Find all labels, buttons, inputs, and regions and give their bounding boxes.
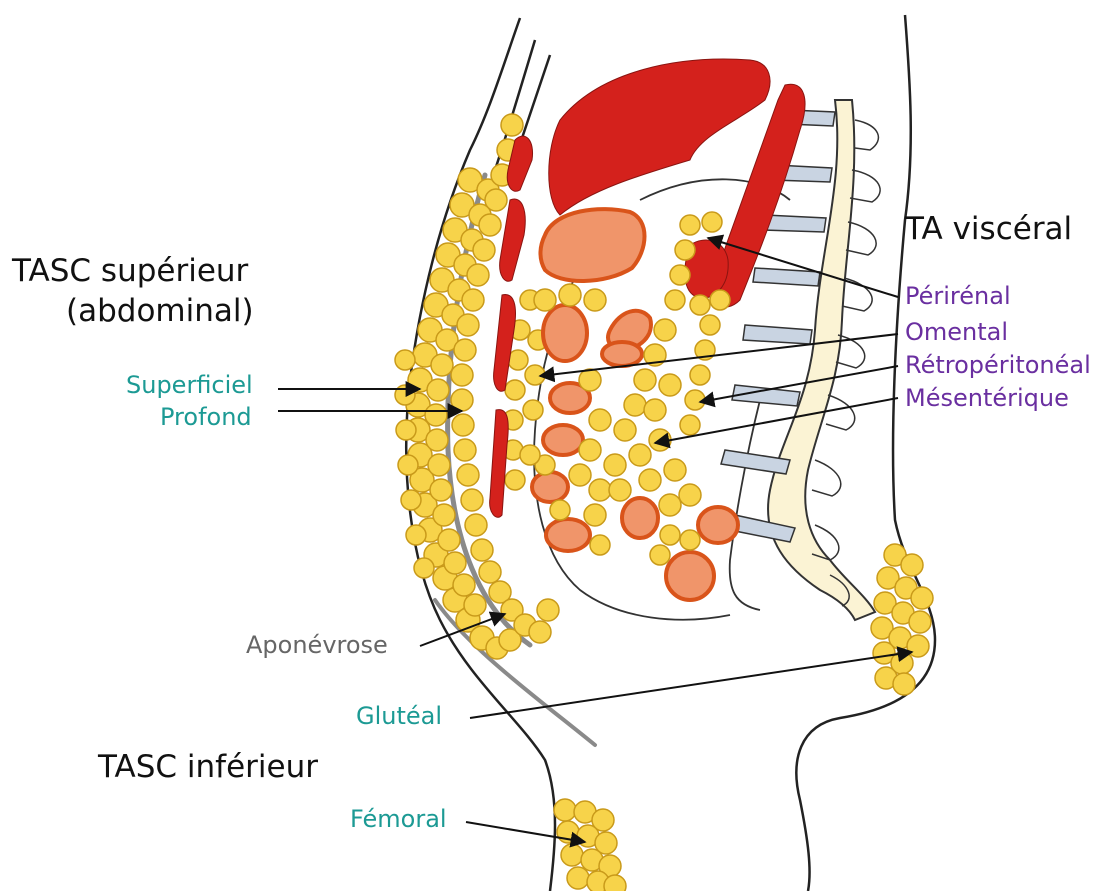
label-profond: Profond [160,404,252,430]
label-perirenal: Périrénal [905,283,1011,309]
label-abdominal: (abdominal) [66,294,254,328]
arrow-omental [540,334,898,376]
label-tasc-superieur: TASC supérieur [12,254,248,288]
label-ta-visceral: TA viscéral [905,212,1072,246]
label-omental: Omental [905,319,1008,345]
label-tasc-inferieur: TASC inférieur [98,750,318,784]
label-aponevrose: Aponévrose [246,632,388,658]
stomach [540,209,644,281]
label-superficiel: Superficiel [126,372,253,398]
gluteal-fat [871,544,933,695]
label-mesenterique: Mésentérique [905,385,1069,411]
label-gluteal: Glutéal [356,703,442,729]
label-retroperitoneal: Rétropéritonéal [905,352,1091,378]
label-femoral: Fémoral [350,806,447,832]
arrow-gluteal [470,652,912,718]
femoral-fat [554,799,626,891]
spine [721,100,880,620]
